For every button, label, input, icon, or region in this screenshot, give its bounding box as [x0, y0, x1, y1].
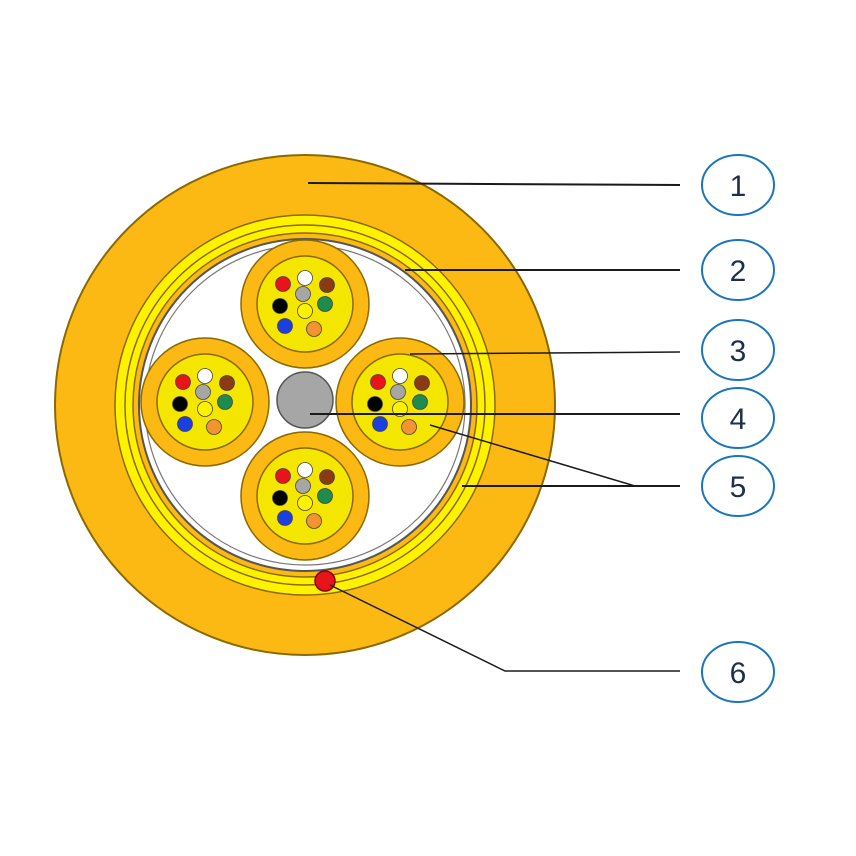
fiber — [197, 401, 213, 417]
fiber — [317, 296, 333, 312]
fiber — [306, 513, 322, 529]
fiber — [195, 384, 211, 400]
fiber — [306, 321, 322, 337]
fiber — [370, 374, 386, 390]
fiber — [277, 318, 293, 334]
fiber — [277, 510, 293, 526]
fiber — [297, 462, 313, 478]
leader-lines — [307, 182, 681, 672]
callout-5: 5 — [701, 455, 775, 517]
callout-circle-3 — [701, 319, 775, 381]
fiber — [319, 469, 335, 485]
fiber — [297, 270, 313, 286]
fiber — [367, 396, 383, 412]
callout-6: 6 — [701, 641, 775, 703]
fiber — [412, 394, 428, 410]
leader-line-3 — [409, 351, 681, 355]
leader-line-6 — [329, 584, 680, 672]
callout-circle-1 — [701, 154, 775, 216]
fiber — [401, 419, 417, 435]
fiber — [390, 384, 406, 400]
callout-label-1: 1 — [730, 170, 747, 203]
fiber — [392, 368, 408, 384]
callout-1: 1 — [701, 154, 775, 216]
subunit-1 — [240, 239, 370, 369]
callout-label-4: 4 — [730, 403, 747, 436]
callout-4: 4 — [701, 387, 775, 449]
fiber — [197, 368, 213, 384]
fiber — [275, 276, 291, 292]
leader-line-1 — [307, 182, 681, 186]
fiber — [272, 490, 288, 506]
subunit-4 — [240, 431, 370, 561]
callout-3: 3 — [701, 319, 775, 381]
callout-2: 2 — [701, 239, 775, 301]
fiber — [392, 401, 408, 417]
callout-label-5: 5 — [730, 471, 747, 504]
fiber — [172, 396, 188, 412]
callout-markers: 1 2 3 4 5 6 — [701, 154, 775, 703]
fiber — [372, 416, 388, 432]
fiber — [295, 286, 311, 302]
fiber — [219, 375, 235, 391]
fiber — [297, 303, 313, 319]
fiber — [217, 394, 233, 410]
fiber — [175, 374, 191, 390]
fiber — [297, 495, 313, 511]
callout-circle-6 — [701, 641, 775, 703]
callout-label-6: 6 — [730, 657, 747, 690]
subunit-3 — [335, 337, 465, 467]
callout-circle-4 — [701, 387, 775, 449]
subunit-2 — [140, 337, 270, 467]
central-member — [276, 371, 334, 429]
fiber — [295, 478, 311, 494]
fiber — [275, 468, 291, 484]
callout-circle-2 — [701, 239, 775, 301]
fiber — [317, 488, 333, 504]
fiber — [319, 277, 335, 293]
fiber — [206, 419, 222, 435]
cable-body — [54, 154, 556, 656]
fiber — [177, 416, 193, 432]
callout-label-3: 3 — [730, 335, 747, 368]
fiber — [272, 298, 288, 314]
fiber — [414, 375, 430, 391]
ripcord — [314, 570, 336, 592]
callout-circle-5 — [701, 455, 775, 517]
subunits — [140, 239, 465, 561]
callout-label-2: 2 — [730, 255, 747, 288]
